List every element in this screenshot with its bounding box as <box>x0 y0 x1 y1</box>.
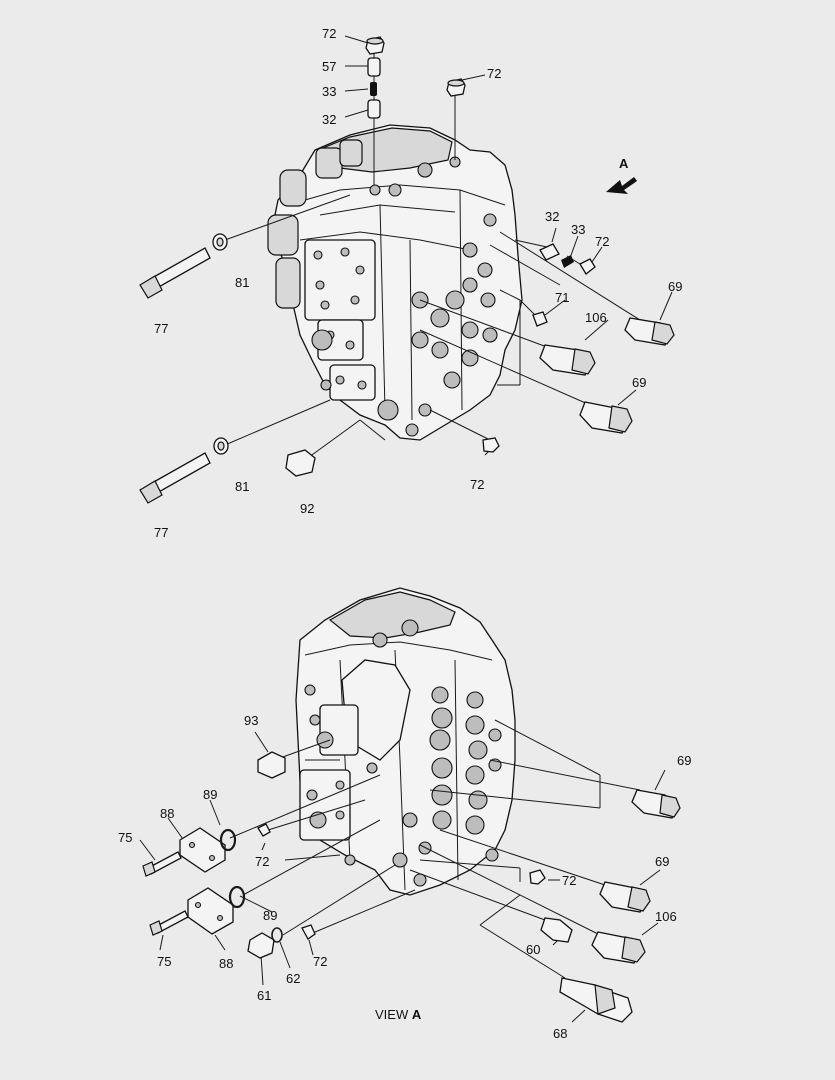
callout-72: 72 <box>255 854 269 869</box>
callout-69: 69 <box>668 279 682 294</box>
top-leader-lines <box>224 35 673 461</box>
callout-106: 106 <box>585 310 607 325</box>
callout-69: 69 <box>677 753 691 768</box>
callout-69: 69 <box>655 854 669 869</box>
callout-72: 72 <box>322 26 336 41</box>
callout-81: 81 <box>235 479 249 494</box>
top-valve-body <box>267 124 523 441</box>
callout-75: 75 <box>157 954 171 969</box>
view-a-label: VIEW A <box>375 1007 422 1022</box>
callout-62: 62 <box>286 971 300 986</box>
plate-bolts <box>313 156 461 390</box>
view-label-letter: A <box>412 1007 422 1022</box>
callout-88: 88 <box>160 806 174 821</box>
callout-61: 61 <box>257 988 271 1003</box>
top-parts <box>139 36 675 504</box>
callout-32: 32 <box>545 209 559 224</box>
top-callouts: 72 57 33 32 72 A 32 33 72 81 71 69 106 7… <box>154 26 682 540</box>
callout-72: 72 <box>470 477 484 492</box>
callout-92: 92 <box>300 501 314 516</box>
callout-71: 71 <box>555 290 569 305</box>
callout-93: 93 <box>244 713 258 728</box>
callout-a: A <box>619 156 629 171</box>
callout-75: 75 <box>118 830 132 845</box>
callout-89: 89 <box>263 908 277 923</box>
callout-68: 68 <box>553 1026 567 1041</box>
callout-72: 72 <box>562 873 576 888</box>
bottom-leader-lines <box>139 719 666 1023</box>
callout-77: 77 <box>154 321 168 336</box>
callout-69: 69 <box>632 375 646 390</box>
callout-72: 72 <box>595 234 609 249</box>
callout-81: 81 <box>235 275 249 290</box>
bottom-parts <box>142 751 681 1023</box>
callout-89: 89 <box>203 787 217 802</box>
callout-106: 106 <box>655 909 677 924</box>
bottom-valve-body <box>295 587 516 896</box>
bottom-bolts-ports <box>304 619 502 887</box>
view-label-prefix: VIEW <box>375 1007 412 1022</box>
callout-72: 72 <box>487 66 501 81</box>
callout-88: 88 <box>219 956 233 971</box>
callout-57: 57 <box>322 59 336 74</box>
callout-33: 33 <box>322 84 336 99</box>
callout-77: 77 <box>154 525 168 540</box>
callout-33: 33 <box>571 222 585 237</box>
callout-60: 60 <box>526 942 540 957</box>
callout-32: 32 <box>322 112 336 127</box>
callout-72: 72 <box>313 954 327 969</box>
bottom-callouts: 93 69 88 89 75 72 69 72 89 106 75 88 61 … <box>118 713 691 1041</box>
